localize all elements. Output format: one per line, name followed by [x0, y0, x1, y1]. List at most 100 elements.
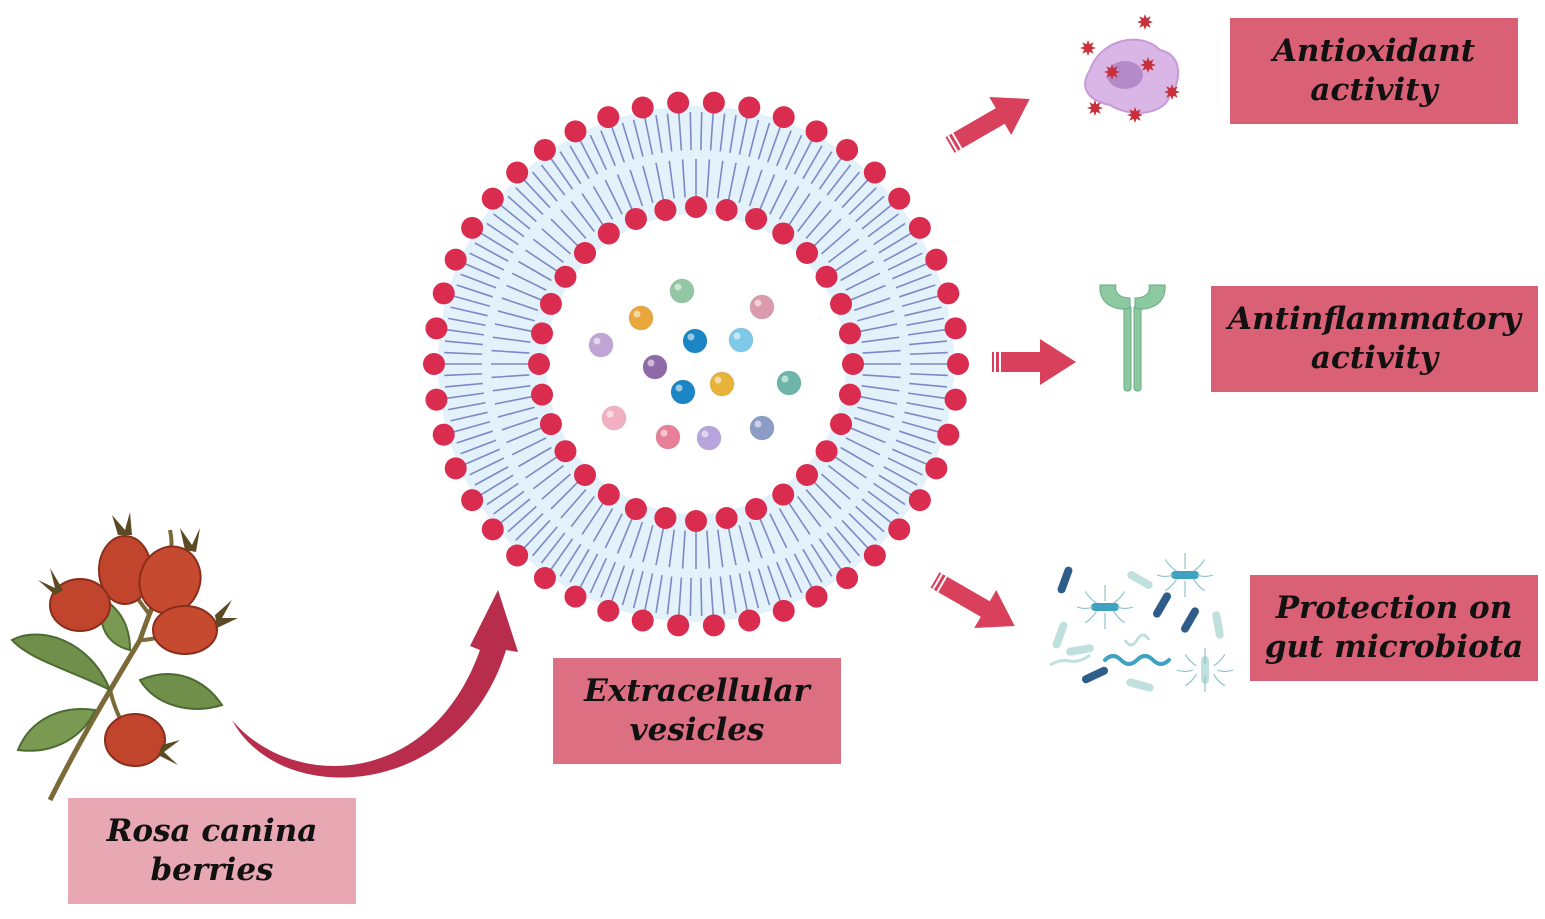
- lipid-head: [944, 317, 967, 340]
- lipid-tail: [518, 260, 552, 282]
- cargo-sphere: [588, 332, 614, 358]
- lipid-head: [564, 120, 587, 143]
- lipid-tail: [469, 252, 505, 271]
- rosehip-berry: [104, 713, 166, 767]
- bacterium-flagellum: [1212, 673, 1226, 687]
- lipid-head: [944, 388, 967, 411]
- lipid-tail: [450, 306, 488, 317]
- lipid-tail: [778, 508, 800, 542]
- lipid-tail: [492, 336, 531, 343]
- arrow-to-gut-microbiota: [930, 572, 1015, 629]
- bacterium: [1052, 621, 1068, 649]
- lipid-tail: [444, 382, 483, 388]
- lipid-tail: [444, 340, 483, 346]
- sepal: [180, 528, 200, 552]
- lipid-tail: [616, 174, 633, 211]
- lipid-tail: [592, 186, 614, 220]
- lipid-tail: [788, 502, 811, 535]
- lipid-tail: [878, 232, 912, 254]
- lipid-head: [461, 489, 484, 512]
- rosa-canina-label-box: Rosa canina berries: [68, 798, 356, 904]
- lipid-head: [539, 413, 562, 436]
- lipid-tail: [501, 416, 539, 431]
- lipid-tail: [757, 568, 771, 606]
- lipid-tail: [604, 179, 623, 215]
- bacterium-flagellum: [1164, 559, 1177, 572]
- lipid-head: [539, 292, 562, 315]
- bacterium-flagellum: [1084, 610, 1098, 624]
- bacterium-flagellum: [1213, 654, 1226, 667]
- lipid-tail: [862, 349, 901, 354]
- lipid-tail: [855, 195, 885, 223]
- lipid-tail: [655, 115, 663, 153]
- lipid-tail: [907, 328, 946, 336]
- lipid-tail: [805, 489, 832, 519]
- lipid-tail: [507, 505, 537, 533]
- cargo-highlight: [781, 375, 789, 383]
- lipid-tail: [719, 576, 726, 615]
- lipid-tail: [766, 565, 782, 602]
- lipid-tail: [629, 521, 644, 559]
- lipid-tail: [480, 474, 514, 496]
- cargo-highlight: [593, 337, 601, 345]
- lipid-head: [597, 483, 620, 506]
- lipid-tail: [632, 571, 644, 609]
- lipid-tail: [621, 122, 635, 160]
- cargo-sphere: [749, 294, 775, 320]
- lipid-tail: [540, 164, 566, 196]
- lipid-head: [531, 322, 554, 345]
- lipid-tail: [540, 532, 566, 564]
- lipid-tail: [531, 526, 558, 557]
- lipid-tail: [494, 395, 533, 405]
- lipid-tail: [797, 200, 822, 232]
- lipid-tail: [859, 323, 898, 333]
- lipid-tail: [610, 565, 626, 602]
- lipid-head: [531, 383, 554, 406]
- bacterium-flagellum: [1193, 559, 1206, 572]
- cargo-sphere: [628, 305, 654, 331]
- lipid-tail: [464, 448, 501, 466]
- sepal: [112, 512, 132, 535]
- lipid-tail: [895, 273, 932, 289]
- cargo-sphere: [728, 327, 754, 353]
- bacterium-flagellum: [1164, 578, 1178, 592]
- lipid-tail: [448, 317, 486, 327]
- lipid-tail: [592, 508, 614, 542]
- lipid-tail: [840, 446, 874, 468]
- lipid-head: [805, 585, 828, 608]
- lipid-tail: [525, 456, 558, 479]
- cargo-highlight: [714, 376, 722, 384]
- lipid-tail: [909, 372, 948, 377]
- lipid-tail: [560, 209, 587, 239]
- lipid-tail: [826, 164, 852, 196]
- receptor-stem: [1133, 304, 1142, 392]
- lipid-head: [925, 457, 948, 480]
- lipid-tail: [818, 157, 842, 190]
- bacterium-flagellum: [1156, 574, 1174, 578]
- free-radical: [1087, 100, 1103, 116]
- lipid-tail: [523, 179, 551, 209]
- lipid-head: [425, 388, 448, 411]
- lipid-tail: [507, 195, 537, 223]
- lipid-head: [772, 222, 795, 245]
- oxidative-stress-cell-icon: [1080, 14, 1180, 123]
- lipid-tail: [909, 382, 948, 388]
- lipid-tail: [678, 112, 683, 151]
- lipid-tail: [500, 204, 531, 230]
- lipid-tail: [810, 543, 833, 577]
- receptor-arm: [1099, 284, 1131, 310]
- bacterium: [1212, 611, 1224, 639]
- lipid-tail: [589, 557, 608, 594]
- lipid-head: [554, 265, 577, 288]
- lipid-tail: [681, 159, 686, 198]
- rosa-canina-label: Rosa canina berries: [106, 813, 318, 888]
- lipid-tail: [848, 513, 877, 541]
- cargo-highlight: [675, 384, 683, 392]
- bacterium-flagellum: [1192, 578, 1206, 592]
- cargo-sphere: [682, 328, 708, 354]
- lipid-tail: [486, 482, 519, 506]
- lipid-tail: [784, 557, 803, 594]
- lipid-tail: [655, 575, 663, 613]
- lipid-tail: [460, 273, 497, 289]
- lipid-head: [573, 464, 596, 487]
